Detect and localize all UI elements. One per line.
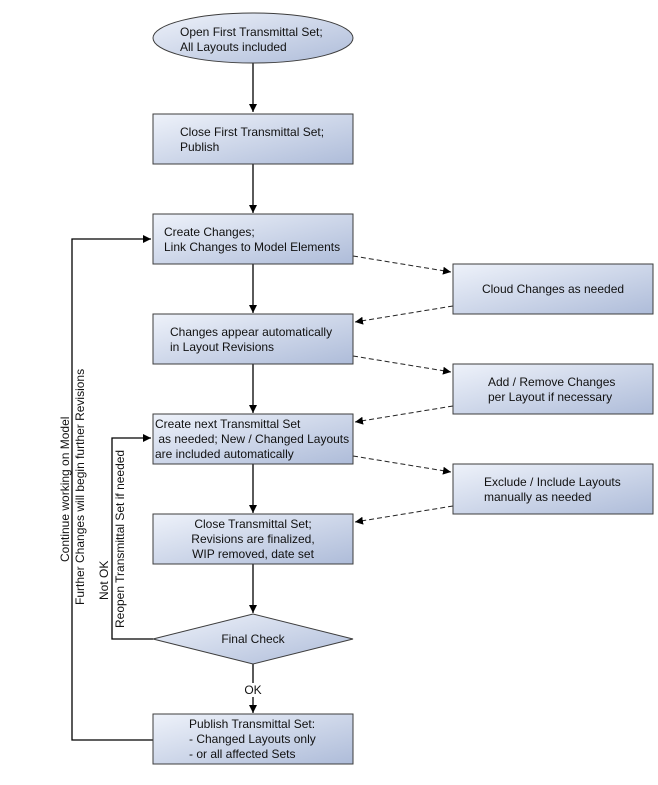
edge-label-ok: OK <box>244 683 261 697</box>
edge-continue-loop <box>71 235 153 741</box>
node-close-set: Close Transmittal Set; Revisions are fin… <box>152 513 354 565</box>
edge-exclude-to-close <box>354 505 454 525</box>
node-close-first-set: Close First Transmittal Set; Publish <box>152 113 354 165</box>
node-add-remove-line1: Add / Remove Changes <box>488 375 615 389</box>
edge-next-to-exclude <box>352 455 452 475</box>
node-close-set-line1: Close Transmittal Set; <box>194 517 311 531</box>
edge-create-to-cloud <box>352 255 452 275</box>
node-add-remove-changes: Add / Remove Changes per Layout if neces… <box>452 363 654 415</box>
node-publish-set-line1: Publish Transmittal Set: <box>189 717 315 731</box>
node-create-changes: Create Changes; Link Changes to Model El… <box>152 213 354 265</box>
edge-not-ok-loop <box>111 434 153 640</box>
node-cloud-changes-label: Cloud Changes as needed <box>482 282 624 296</box>
node-create-next-set-line3: are included automatically <box>155 447 294 461</box>
node-open-first-set: Open First Transmittal Set; All Layouts … <box>152 12 354 64</box>
node-publish-set: Publish Transmittal Set: - Changed Layou… <box>152 713 354 765</box>
node-close-first-set-line2: Publish <box>180 140 219 154</box>
node-cloud-changes: Cloud Changes as needed <box>452 263 654 315</box>
edge-label-reopen: Reopen Transmittal Set if needed <box>113 450 127 628</box>
node-final-check: Final Check <box>152 613 354 665</box>
edge-label-continue-line2: Further Changes will begin further Revis… <box>73 369 87 605</box>
node-create-next-set-line1: Create next Transmittal Set <box>155 417 301 431</box>
edge-add-remove-to-next <box>354 405 454 425</box>
node-create-changes-line1: Create Changes; <box>164 225 255 239</box>
node-publish-set-line3: - or all affected Sets <box>189 747 296 761</box>
node-exclude-include-layouts: Exclude / Include Layouts manually as ne… <box>452 463 654 515</box>
edge-label-not-ok: Not OK <box>97 561 111 600</box>
node-changes-appear-line2: in Layout Revisions <box>170 340 274 354</box>
node-changes-appear-line1: Changes appear automatically <box>170 325 332 339</box>
edge-label-continue-line1: Continue working on Model <box>58 417 72 562</box>
node-open-first-set-line1: Open First Transmittal Set; <box>180 25 323 39</box>
node-exclude-include-line1: Exclude / Include Layouts <box>484 475 621 489</box>
node-create-changes-line2: Link Changes to Model Elements <box>164 240 340 254</box>
edge-cloud-to-appear <box>354 305 454 325</box>
node-publish-set-line2: - Changed Layouts only <box>189 732 316 746</box>
node-final-check-label: Final Check <box>221 632 285 646</box>
node-close-set-line3: WIP removed, date set <box>192 547 315 561</box>
edge-appear-to-add-remove <box>352 355 452 375</box>
node-close-first-set-line1: Close First Transmittal Set; <box>180 125 324 139</box>
node-add-remove-line2: per Layout if necessary <box>488 390 612 404</box>
node-create-next-set-line2: as needed; New / Changed Layouts <box>155 432 349 446</box>
node-close-set-line2: Revisions are finalized, <box>191 532 314 546</box>
node-open-first-set-line2: All Layouts included <box>180 40 287 54</box>
node-exclude-include-line2: manually as needed <box>484 490 591 504</box>
node-changes-appear: Changes appear automatically in Layout R… <box>152 313 354 365</box>
node-create-next-set: Create next Transmittal Set as needed; N… <box>152 413 354 465</box>
